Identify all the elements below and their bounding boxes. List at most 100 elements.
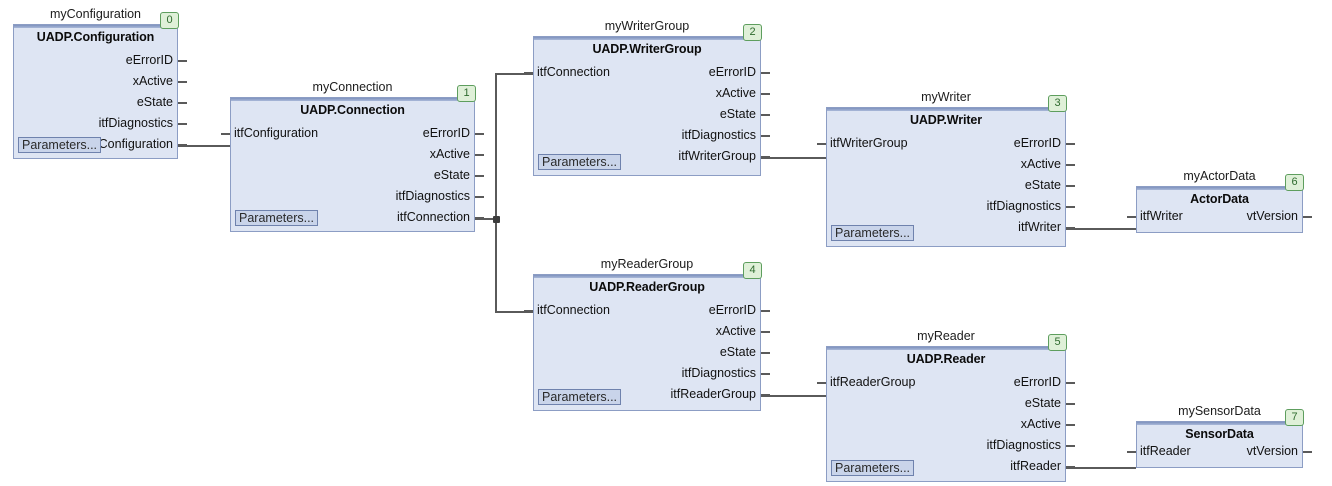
block-index-badge-4: 4: [743, 262, 762, 279]
output-port-vtVersion: vtVersion: [1246, 444, 1298, 458]
input-port-itfReader: itfReader: [1140, 444, 1191, 458]
function-block-myWriterGroup[interactable]: UADP.WriterGroup: [533, 36, 761, 176]
output-port-eErrorID: eErrorID: [422, 126, 470, 140]
parameters-button-myReader[interactable]: Parameters...: [831, 460, 915, 476]
block-instance-name-myWriterGroup: myWriterGroup: [604, 19, 690, 33]
parameters-button-myWriterGroup[interactable]: Parameters...: [538, 154, 622, 170]
port-stub: [761, 72, 770, 74]
parameters-button-myReaderGroup[interactable]: Parameters...: [538, 389, 622, 405]
output-port-eState: eState: [719, 345, 756, 359]
block-type-name-mySensorData: SensorData: [1185, 427, 1254, 441]
input-port-itfConnection: itfConnection: [537, 303, 610, 317]
port-stub: [761, 114, 770, 116]
block-top-accent: [827, 347, 1065, 350]
output-port-vtVersion: vtVersion: [1246, 209, 1298, 223]
block-type-name-myActorData: ActorData: [1190, 192, 1249, 206]
connection-wire: [495, 73, 497, 311]
parameters-button-myConnection[interactable]: Parameters...: [235, 210, 319, 226]
block-top-accent: [1137, 422, 1302, 425]
function-block-mySensorData[interactable]: SensorData: [1136, 421, 1303, 468]
block-instance-name-myActorData: myActorData: [1183, 169, 1256, 183]
input-port-itfConfiguration: itfConfiguration: [234, 126, 319, 140]
block-index-badge-2: 2: [743, 24, 762, 41]
output-port-xActive: xActive: [132, 74, 173, 88]
output-port-xActive: xActive: [429, 147, 470, 161]
input-port-itfReaderGroup: itfReaderGroup: [830, 375, 916, 389]
block-type-name-myConnection: UADP.Connection: [300, 103, 405, 117]
parameters-button-myConfiguration[interactable]: Parameters...: [18, 137, 102, 153]
port-stub: [1066, 382, 1075, 384]
connection-wire: [495, 311, 533, 313]
output-port-itfDiagnostics: itfDiagnostics: [395, 189, 470, 203]
block-top-accent: [534, 275, 760, 278]
port-stub: [761, 310, 770, 312]
connection-wire: [761, 395, 826, 397]
output-port-eState: eState: [1024, 178, 1061, 192]
port-stub: [178, 123, 187, 125]
port-stub: [1303, 216, 1312, 218]
connection-wire: [1066, 228, 1136, 230]
function-block-myActorData[interactable]: ActorData: [1136, 186, 1303, 233]
output-port-itfConnection: itfConnection: [397, 210, 470, 224]
output-port-itfConfiguration: itfConfiguration: [88, 137, 173, 151]
port-stub: [178, 60, 187, 62]
block-instance-name-mySensorData: mySensorData: [1178, 404, 1261, 418]
port-stub: [178, 81, 187, 83]
output-port-eErrorID: eErrorID: [708, 65, 756, 79]
block-index-badge-3: 3: [1048, 95, 1067, 112]
input-port-itfConnection: itfConnection: [537, 65, 610, 79]
port-stub: [1066, 403, 1075, 405]
output-port-itfDiagnostics: itfDiagnostics: [98, 116, 173, 130]
connection-wire: [475, 218, 497, 220]
input-port-itfWriter: itfWriter: [1140, 209, 1183, 223]
block-instance-name-myConnection: myConnection: [312, 80, 393, 94]
output-port-eErrorID: eErrorID: [1013, 136, 1061, 150]
port-stub: [1066, 164, 1075, 166]
output-port-eErrorID: eErrorID: [1013, 375, 1061, 389]
function-block-myWriter[interactable]: UADP.Writer: [826, 107, 1066, 247]
output-port-xActive: xActive: [1020, 157, 1061, 171]
block-index-badge-0: 0: [160, 12, 179, 29]
port-stub: [761, 93, 770, 95]
output-port-eState: eState: [136, 95, 173, 109]
connection-wire: [178, 145, 230, 147]
port-stub: [761, 331, 770, 333]
connection-wire: [495, 73, 533, 75]
block-top-accent: [534, 37, 760, 40]
wire-junction: [493, 216, 500, 223]
port-stub: [817, 382, 826, 384]
block-instance-name-myConfiguration: myConfiguration: [49, 7, 141, 21]
parameters-button-myWriter[interactable]: Parameters...: [831, 225, 915, 241]
output-port-eState: eState: [719, 107, 756, 121]
port-stub: [761, 352, 770, 354]
function-block-myConnection[interactable]: UADP.Connection: [230, 97, 475, 232]
output-port-itfReader: itfReader: [1010, 459, 1061, 473]
block-index-badge-1: 1: [457, 85, 476, 102]
output-port-itfWriter: itfWriter: [1018, 220, 1061, 234]
port-stub: [221, 133, 230, 135]
function-block-myReader[interactable]: UADP.Reader: [826, 346, 1066, 482]
output-port-eState: eState: [1024, 396, 1061, 410]
output-port-xActive: xActive: [715, 86, 756, 100]
block-top-accent: [14, 25, 177, 28]
block-type-name-myReader: UADP.Reader: [906, 352, 986, 366]
function-block-myConfiguration[interactable]: UADP.Configuration: [13, 24, 178, 159]
port-stub: [1303, 451, 1312, 453]
connection-wire: [1066, 467, 1136, 469]
output-port-itfWriterGroup: itfWriterGroup: [678, 149, 756, 163]
port-stub: [475, 196, 484, 198]
port-stub: [1127, 216, 1136, 218]
block-instance-name-myReaderGroup: myReaderGroup: [600, 257, 694, 271]
function-block-myReaderGroup[interactable]: UADP.ReaderGroup: [533, 274, 761, 411]
port-stub: [1066, 445, 1075, 447]
output-port-itfDiagnostics: itfDiagnostics: [681, 366, 756, 380]
port-stub: [761, 373, 770, 375]
block-type-name-myWriter: UADP.Writer: [909, 113, 983, 127]
input-port-itfWriterGroup: itfWriterGroup: [830, 136, 908, 150]
output-port-itfDiagnostics: itfDiagnostics: [681, 128, 756, 142]
block-index-badge-6: 6: [1285, 174, 1304, 191]
block-top-accent: [1137, 187, 1302, 190]
output-port-itfDiagnostics: itfDiagnostics: [986, 199, 1061, 213]
block-instance-name-myWriter: myWriter: [921, 90, 971, 104]
